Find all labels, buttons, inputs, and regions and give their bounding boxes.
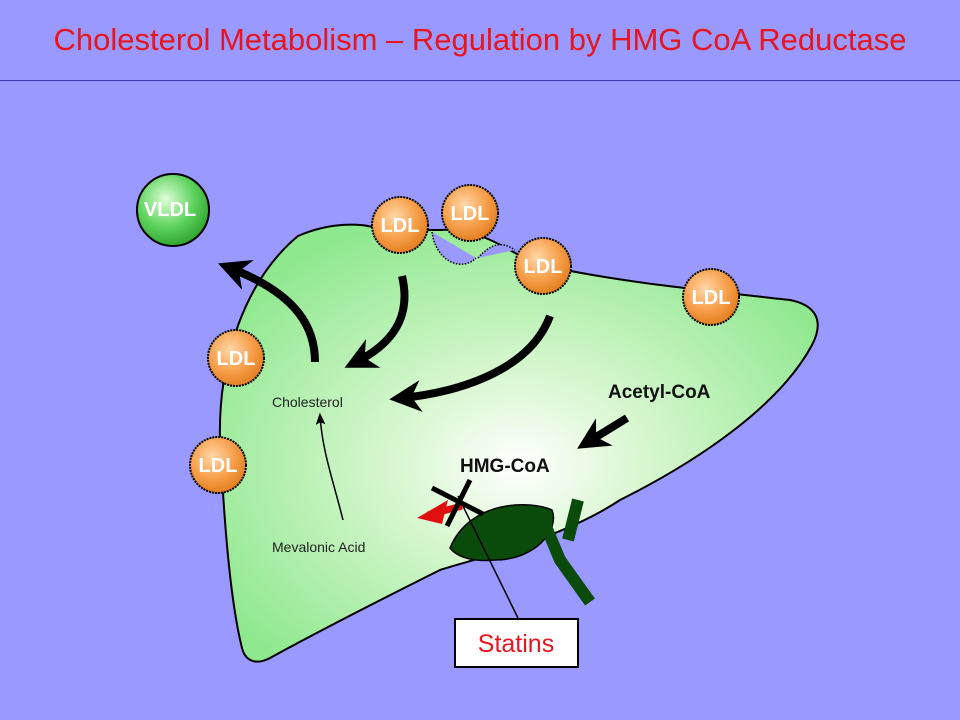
ldl-label: LDL xyxy=(199,455,238,477)
arrow-cholesterol-to-vldl xyxy=(218,259,319,363)
ldl-particle-left-upper: LDL xyxy=(207,329,265,387)
x-cross-icon xyxy=(430,478,485,528)
arrow-ldl-to-cholesterol-1 xyxy=(344,275,409,368)
red-arrowhead xyxy=(417,500,448,524)
ldl-label: LDL xyxy=(692,287,731,309)
vldl-label: VLDL xyxy=(144,199,196,221)
title-divider xyxy=(0,80,960,81)
ldl-particle-receptor: LDL xyxy=(514,237,572,295)
bile-duct xyxy=(534,509,595,606)
receptor-pit xyxy=(477,243,516,259)
statins-box: Statins xyxy=(454,618,579,668)
hmg-coa-label: HMG-CoA xyxy=(460,456,550,477)
ldl-label: LDL xyxy=(217,348,256,370)
mevalonic-acid-label: Mevalonic Acid xyxy=(272,539,365,555)
ldl-particle-top-right: LDL xyxy=(441,184,499,242)
ldl-particle-left-lower: LDL xyxy=(189,436,247,494)
acetyl-coa-label: Acetyl-CoA xyxy=(608,382,711,403)
ldl-label: LDL xyxy=(524,256,563,278)
ldl-particle-right: LDL xyxy=(682,268,740,326)
statins-label: Statins xyxy=(478,630,554,658)
statins-pointer-line xyxy=(457,495,519,619)
bile-duct xyxy=(562,498,584,542)
slide-title: Cholesterol Metabolism – Regulation by H… xyxy=(53,22,907,57)
ldl-label: LDL xyxy=(381,215,420,237)
cholesterol-label: Cholesterol xyxy=(272,394,343,410)
arrow-mevalonic-to-cholesterol xyxy=(315,412,344,521)
vldl-particle: VLDL xyxy=(136,173,210,247)
arrow-acetylcoa-to-hmgcoa xyxy=(577,414,630,449)
ldl-particle-top-left: LDL xyxy=(371,196,429,254)
receptor-pit xyxy=(431,231,477,265)
ldl-label: LDL xyxy=(451,203,490,225)
arrow-ldl-to-cholesterol-2 xyxy=(389,314,554,412)
